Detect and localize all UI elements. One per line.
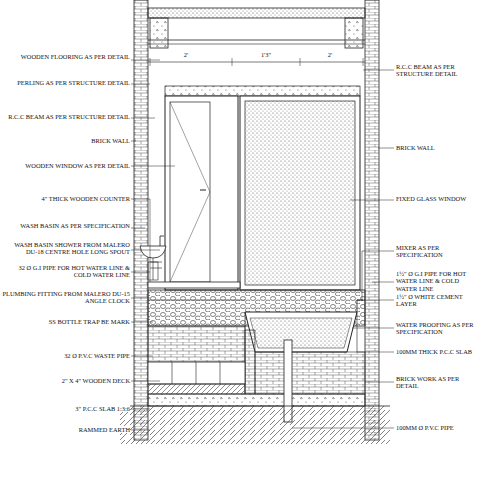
callout-label: R.C.C BEAM AS PER STRUCTURE DETAIL	[2, 113, 130, 120]
callout-label: WOODEN WINDOW AS PER DETAIL	[2, 162, 130, 169]
label-text: 32 Ø P.V.C WASTE PIPE	[64, 352, 130, 359]
label-text: RAMMED EARTH	[79, 426, 130, 433]
callout-label: 32 Ø P.V.C WASTE PIPE	[2, 352, 130, 359]
label-text: R.C.C BEAM AS PER STRUCTURE DETAIL	[396, 63, 457, 77]
label-text: 32 Ø G.I PIPE FOR HOT WATER LINE & COLD …	[19, 264, 130, 278]
callout-label: PERLING AS PER STRUCTURE DETAIL	[2, 79, 130, 86]
dimension-text: 2'	[320, 51, 340, 58]
callout-label: 2" X 4" WOODEN DECK	[2, 377, 130, 384]
callout-label: 4" THICK WOODEN COUNTER	[2, 195, 130, 202]
label-text: MIXER AS PER SPECIFICATION	[396, 244, 443, 258]
label-text: WOODEN FLOORING AS PER DETAIL	[21, 53, 130, 60]
label-text: WATER PROOFING AS PER SPECIFICATION	[396, 321, 474, 335]
callout-label: R.C.C BEAM AS PER STRUCTURE DETAIL	[396, 63, 478, 78]
label-text: BRICK WORK AS PER DETAIL	[396, 375, 459, 389]
callout-label: RAMMED EARTH	[2, 426, 130, 433]
label-text: 2'	[328, 51, 332, 58]
callout-label: FIXED GLASS WINDOW	[396, 195, 478, 202]
callout-label: SS BOTTLE TRAP BE MARK	[2, 318, 130, 325]
label-text: BRICK WALL	[396, 144, 435, 151]
callout-label: 1½" Ø G.I PIPE FOR HOT WATER LINE & COLD…	[396, 270, 478, 292]
label-text: R.C.C BEAM AS PER STRUCTURE DETAIL	[8, 113, 130, 120]
callout-label: MIXER AS PER SPECIFICATION	[396, 244, 478, 259]
callout-label: WATER PROOFING AS PER SPECIFICATION	[396, 321, 478, 336]
label-text: PERLING AS PER STRUCTURE DETAIL	[17, 79, 130, 86]
label-text: FIXED GLASS WINDOW	[396, 195, 466, 202]
callout-label: BRICK WALL	[2, 137, 130, 144]
label-text: WASH BASIN AS PER SPECIFICATION	[20, 222, 130, 229]
label-text: 1½" Ø G.I PIPE FOR HOT WATER LINE & COLD…	[396, 270, 466, 292]
label-text: 100MM THICK P.C.C SLAB	[396, 348, 472, 355]
callout-label: 1½" Ø WHITE CEMENT LAYER	[396, 293, 478, 308]
callout-label: WASH BASIN SHOWER FROM MALERO DU-18 CENT…	[2, 241, 130, 256]
label-text: 4" THICK WOODEN COUNTER	[42, 195, 130, 202]
callout-label: 3" P.C.C SLAB 1:3:6	[2, 405, 130, 412]
callout-label: BRICK WALL	[396, 144, 478, 151]
callout-label: 100MM THICK P.C.C SLAB	[396, 348, 478, 355]
callout-label: WASH BASIN AS PER SPECIFICATION	[2, 222, 130, 229]
callout-label: BRICK WORK AS PER DETAIL	[396, 375, 478, 390]
label-text: 1½" Ø WHITE CEMENT LAYER	[396, 293, 463, 307]
callout-label: 100MM Ø P.V.C PIPE	[396, 424, 478, 431]
label-text: 2'	[184, 51, 188, 58]
callout-label: 32 Ø G.I PIPE FOR HOT WATER LINE & COLD …	[2, 264, 130, 279]
label-text: 3" P.C.C SLAB 1:3:6	[75, 405, 130, 412]
dimension-text: 2'	[176, 51, 196, 58]
label-text: 100MM Ø P.V.C PIPE	[396, 424, 454, 431]
label-text: 1'3"	[261, 51, 271, 58]
callout-label: PLUMBING FITTING FROM MALERO DU-15 ANGLE…	[2, 290, 130, 305]
label-text: PLUMBING FITTING FROM MALERO DU-15 ANGLE…	[3, 290, 130, 304]
label-text: 2" X 4" WOODEN DECK	[62, 377, 130, 384]
label-text: BRICK WALL	[91, 137, 130, 144]
dimension-text: 1'3"	[256, 51, 276, 58]
callout-label: WOODEN FLOORING AS PER DETAIL	[2, 53, 130, 60]
label-text: SS BOTTLE TRAP BE MARK	[49, 318, 130, 325]
label-text: WASH BASIN SHOWER FROM MALERO DU-18 CENT…	[14, 241, 130, 255]
label-text: WOODEN WINDOW AS PER DETAIL	[25, 162, 130, 169]
